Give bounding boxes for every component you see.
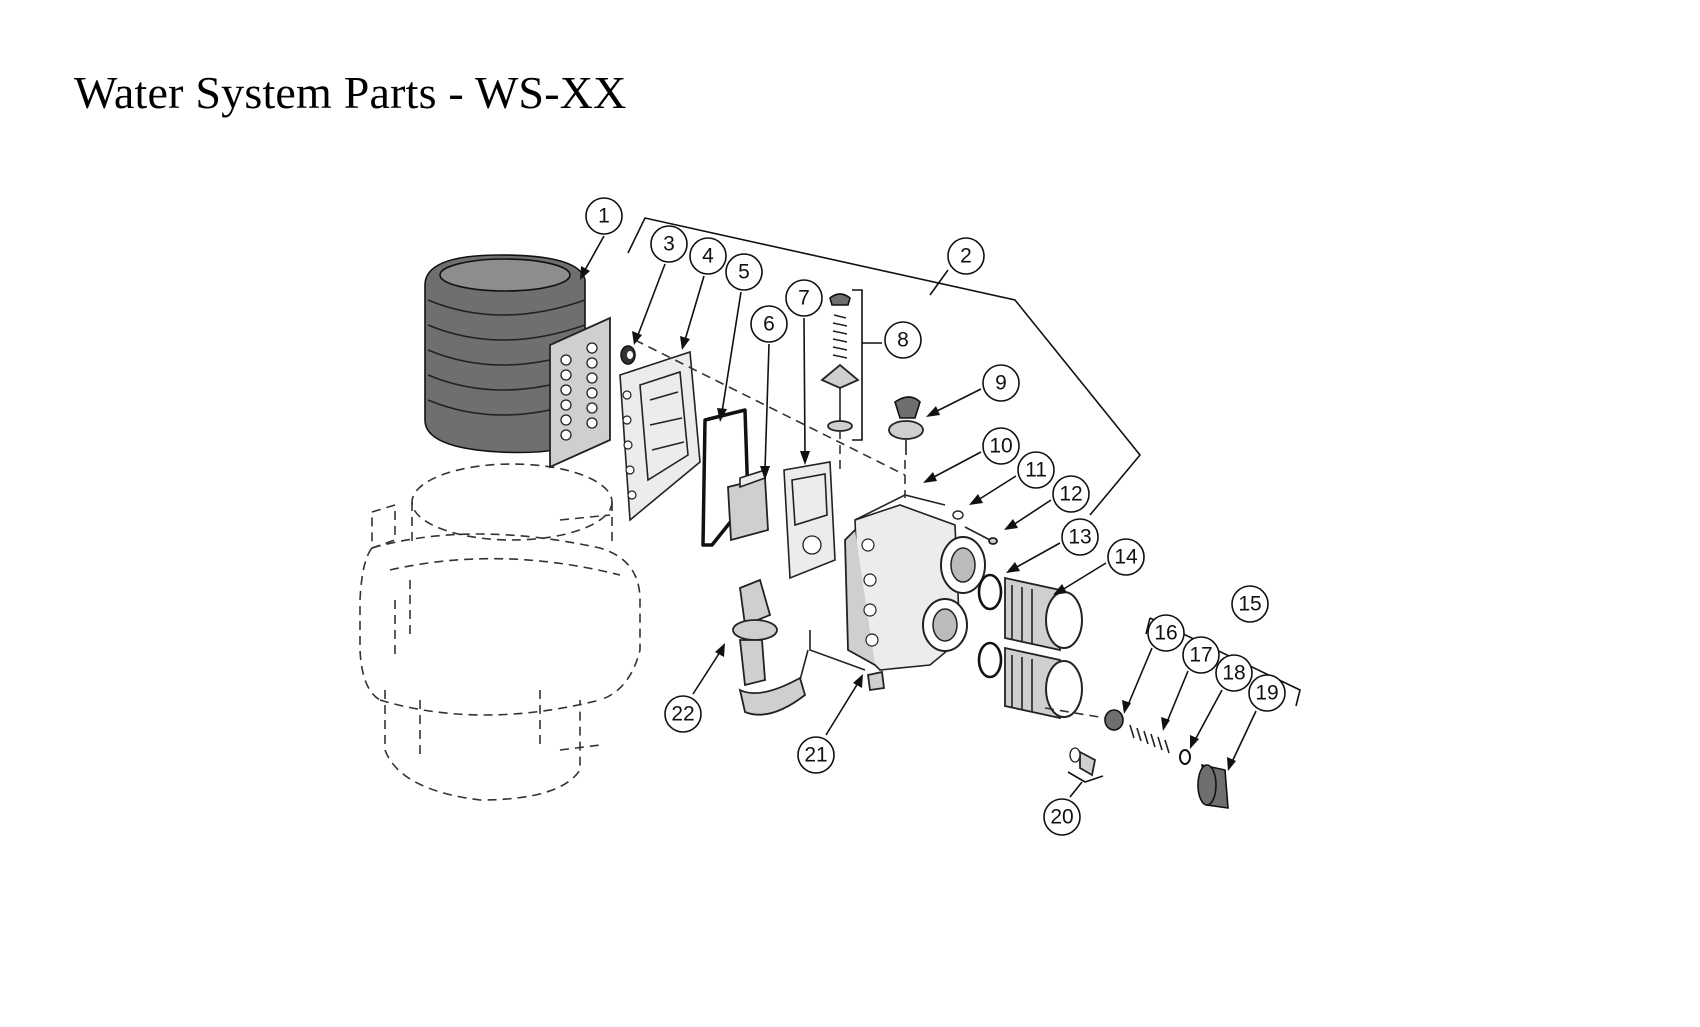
- callout-circle: [664, 695, 702, 733]
- callout-circle: [1147, 614, 1185, 652]
- callout-circle: [1043, 798, 1081, 836]
- pressure-switch: [888, 396, 924, 455]
- callout-number: 15: [1238, 593, 1261, 616]
- callout-22: 22: [664, 695, 702, 733]
- baffle-part: [727, 468, 769, 542]
- callout-15: 15: [1231, 585, 1269, 623]
- bypass-valve-assembly: [1104, 617, 1301, 809]
- callout-circle: [1052, 475, 1090, 513]
- callout-circle: [1248, 674, 1286, 712]
- pressure-relief-valve: [732, 578, 809, 716]
- callout-2: 2: [947, 237, 985, 275]
- callout-circle: [1182, 636, 1220, 674]
- callout-number: 21: [804, 744, 827, 767]
- callout-circle: [1107, 538, 1145, 576]
- oring-seals: [977, 573, 1003, 679]
- callout-16: 16: [1147, 614, 1185, 652]
- callout-1: 1: [585, 197, 623, 235]
- manifold-housing: [844, 494, 986, 671]
- callout-14: 14: [1107, 538, 1145, 576]
- callout-number: 5: [738, 261, 750, 284]
- callout-19: 19: [1248, 674, 1286, 712]
- callout-number: 9: [995, 372, 1007, 395]
- callout-number: 2: [960, 245, 972, 268]
- callout-18: 18: [1215, 654, 1253, 692]
- callout-20: 20: [1043, 798, 1081, 836]
- callout-number: 6: [763, 313, 775, 336]
- callout-number: 16: [1154, 622, 1177, 645]
- callout-circle: [947, 237, 985, 275]
- callout-number: 19: [1255, 682, 1278, 705]
- callout-9: 9: [982, 364, 1020, 402]
- callout-circle: [982, 427, 1020, 465]
- callout-number: 18: [1222, 662, 1245, 685]
- callout-7: 7: [785, 279, 823, 317]
- callout-number: 1: [598, 205, 610, 228]
- callout-circle: [1215, 654, 1253, 692]
- flow-control-assembly: [820, 289, 882, 441]
- callout-number: 11: [1025, 459, 1047, 482]
- callout-number: 8: [897, 329, 909, 352]
- callout-21: 21: [797, 736, 835, 774]
- callout-number: 3: [663, 233, 675, 256]
- callout-number: 20: [1050, 806, 1073, 829]
- callout-circle: [650, 225, 688, 263]
- callout-3: 3: [650, 225, 688, 263]
- callout-circle: [689, 237, 727, 275]
- callout-number: 12: [1059, 483, 1082, 506]
- callout-6: 6: [750, 305, 788, 343]
- callout-number: 4: [702, 245, 714, 268]
- callout-13: 13: [1061, 518, 1099, 556]
- union-fittings: [1004, 576, 1083, 720]
- callout-17: 17: [1182, 636, 1220, 674]
- callout-circle: [785, 279, 823, 317]
- callout-circle: [585, 197, 623, 235]
- callout-circle: [1017, 451, 1055, 489]
- clip-part: [1067, 747, 1104, 783]
- callout-number: 13: [1068, 526, 1091, 549]
- small-ring-part: [620, 345, 636, 365]
- callout-number: 14: [1114, 546, 1138, 569]
- leader-lines: [580, 235, 1257, 798]
- callout-number: 10: [989, 435, 1012, 458]
- washer-and-bolt: [952, 510, 998, 545]
- callout-11: 11: [1017, 451, 1055, 489]
- callout-4: 4: [689, 237, 727, 275]
- callout-circle: [1231, 585, 1269, 623]
- callout-circle: [1061, 518, 1099, 556]
- callout-circle: [750, 305, 788, 343]
- callout-8: 8: [884, 321, 922, 359]
- header-plate: [619, 350, 701, 522]
- callout-number: 17: [1189, 644, 1212, 667]
- heater-tank-outline: [359, 463, 641, 801]
- callout-circle: [725, 253, 763, 291]
- drain-plug: [809, 630, 886, 692]
- header-gasket: [783, 461, 836, 580]
- callout-circle: [797, 736, 835, 774]
- callout-10: 10: [982, 427, 1020, 465]
- page-title: Water System Parts - WS-XX: [74, 67, 627, 118]
- callout-12: 12: [1052, 475, 1090, 513]
- callout-number: 7: [798, 287, 810, 310]
- heat-exchanger-coil: [424, 254, 611, 469]
- callout-circle: [982, 364, 1020, 402]
- callout-circle: [884, 321, 922, 359]
- callout-number: 22: [671, 703, 694, 726]
- callout-5: 5: [725, 253, 763, 291]
